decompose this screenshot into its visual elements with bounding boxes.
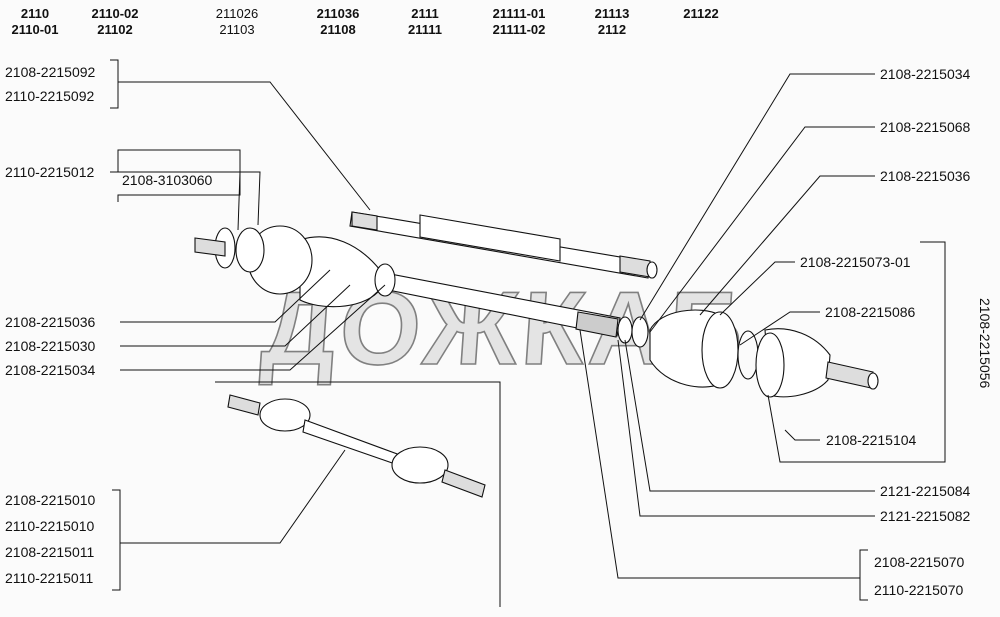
part-label: 2108-2215011 <box>5 544 95 560</box>
model-code: 2110 <box>20 6 50 21</box>
shaft-upper <box>349 211 658 279</box>
model-code: 21122 <box>683 6 719 21</box>
model-code: 21111-01 <box>492 6 546 21</box>
part-label: 2110-2215010 <box>5 518 95 534</box>
model-code: 21111-02 <box>492 22 546 37</box>
part-label: 2108-2215030 <box>5 338 96 354</box>
model-code: 2111 <box>411 6 439 21</box>
part-label: 2108-2215070 <box>874 554 965 570</box>
model-column: 21122 <box>656 6 746 22</box>
part-label: 2108-2215036 <box>5 314 96 330</box>
part-label: 2108-3103060 <box>122 172 213 188</box>
part-label: 2110-2215011 <box>5 570 94 586</box>
part-label: 2110-2215012 <box>5 164 95 180</box>
part-label: 2108-2215034 <box>5 362 96 378</box>
part-label: 2121-2215084 <box>880 483 971 499</box>
model-code: 21103 <box>219 22 255 37</box>
model-code: 21108 <box>320 22 356 37</box>
part-label: 2110-2215070 <box>874 582 964 598</box>
model-code: 211036 <box>316 6 360 21</box>
part-label: 2108-2215086 <box>825 304 916 320</box>
shaft-main <box>194 225 879 398</box>
part-label: 2108-2215036 <box>880 168 971 184</box>
model-code: 2110-01 <box>11 22 59 37</box>
shaft-assembly-lower <box>227 394 486 498</box>
part-label: 2108-2215092 <box>5 64 96 80</box>
part-label: 2108-2215068 <box>880 119 971 135</box>
model-code: 21111 <box>408 22 442 37</box>
part-label: 2110-2215092 <box>5 88 95 104</box>
part-label: 2108-2215034 <box>880 66 971 82</box>
part-label: 2121-2215082 <box>880 508 971 524</box>
model-code: 2110-02 <box>91 6 139 21</box>
model-code: 211026 <box>215 6 259 21</box>
part-label: 2108-2215056 <box>977 298 993 389</box>
part-label: 2108-2215010 <box>5 492 96 508</box>
part-label: 2108-2215073-01 <box>800 254 911 270</box>
model-code: 21113 <box>594 6 630 21</box>
leader-lines <box>110 59 946 607</box>
model-code: 2112 <box>597 22 627 37</box>
model-code: 21102 <box>97 22 133 37</box>
part-label: 2108-2215104 <box>826 432 917 448</box>
